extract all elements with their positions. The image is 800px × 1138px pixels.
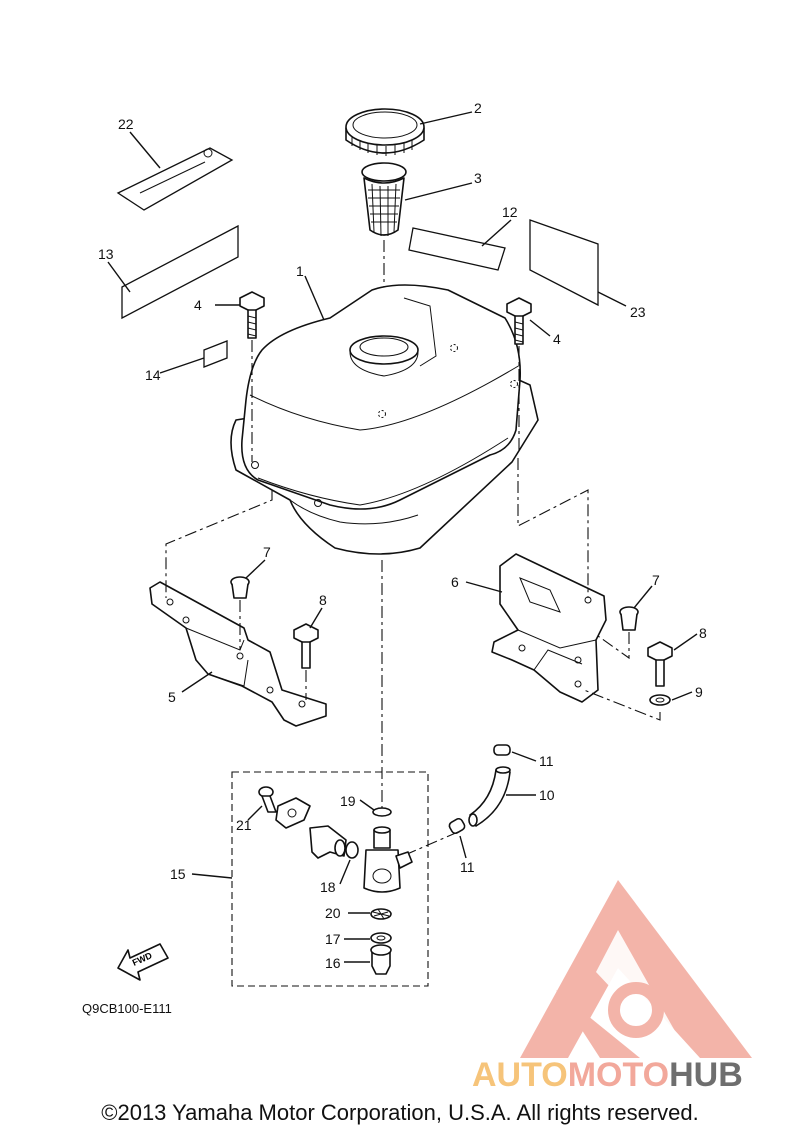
callout-4-right: 4 bbox=[553, 331, 561, 347]
callout-13: 13 bbox=[98, 246, 114, 262]
callout-23: 23 bbox=[630, 304, 646, 320]
part-19-o-ring bbox=[372, 807, 392, 817]
part-7-grommet-left bbox=[230, 576, 250, 599]
part-3-fuel-strainer bbox=[361, 162, 407, 237]
part-1-fuel-tank bbox=[230, 284, 539, 555]
part-8-bolt-left bbox=[293, 623, 319, 669]
callout-9: 9 bbox=[695, 684, 703, 700]
callout-17: 17 bbox=[325, 931, 341, 947]
part-14-label bbox=[203, 340, 228, 368]
part-13-label bbox=[121, 224, 239, 320]
svg-text:AUTOMOTOHUB: AUTOMOTOHUB bbox=[472, 1056, 743, 1094]
part-20-filter-screen bbox=[370, 908, 392, 920]
callout-7-left: 7 bbox=[263, 544, 271, 560]
callout-12: 12 bbox=[502, 204, 518, 220]
callout-11-top: 11 bbox=[539, 753, 554, 769]
part-7-grommet-right bbox=[619, 606, 639, 631]
leader-lines bbox=[107, 111, 698, 963]
part-23-label bbox=[529, 219, 599, 307]
fuel-cock-body bbox=[363, 826, 413, 893]
callout-14: 14 bbox=[145, 367, 161, 383]
copyright-notice: ©2013 Yamaha Motor Corporation, U.S.A. A… bbox=[101, 1100, 699, 1125]
callout-6: 6 bbox=[451, 574, 459, 590]
part-22-label bbox=[116, 147, 234, 211]
watermark-word-moto: MOTO bbox=[568, 1056, 669, 1094]
part-15-kit-box bbox=[231, 771, 429, 987]
part-16-drain-cup bbox=[370, 944, 392, 975]
callouts: 1 2 3 4 4 5 6 7 7 8 8 9 10 11 11 12 13 1… bbox=[98, 100, 707, 971]
callout-21: 21 bbox=[236, 817, 252, 833]
part-8-bolt-right bbox=[647, 641, 673, 687]
callout-3: 3 bbox=[474, 170, 482, 186]
callout-20: 20 bbox=[325, 905, 341, 921]
callout-8-right: 8 bbox=[699, 625, 707, 641]
callout-16: 16 bbox=[325, 955, 341, 971]
watermark-logo bbox=[520, 880, 752, 1058]
part-4-bolt-right bbox=[506, 297, 532, 345]
fuel-cock-lever bbox=[309, 825, 347, 859]
part-11-clamp-bottom bbox=[448, 817, 466, 835]
part-4-bolt-left bbox=[239, 291, 265, 339]
part-5-bracket-left bbox=[149, 581, 327, 727]
callout-2: 2 bbox=[474, 100, 482, 116]
part-11-clamp-top bbox=[493, 744, 511, 756]
callout-4-left: 4 bbox=[194, 297, 202, 313]
callout-8-left: 8 bbox=[319, 592, 327, 608]
part-9-washer bbox=[649, 694, 671, 706]
callout-10: 10 bbox=[539, 787, 555, 803]
callout-18: 18 bbox=[320, 879, 336, 895]
callout-1: 1 bbox=[296, 263, 304, 279]
watermark-word-auto: AUTO bbox=[472, 1056, 568, 1094]
callout-7-right: 7 bbox=[652, 572, 660, 588]
callout-15: 15 bbox=[170, 866, 186, 882]
part-18-o-ring bbox=[345, 841, 359, 859]
part-2-fuel-cap bbox=[345, 108, 425, 156]
part-17-gasket bbox=[370, 932, 392, 944]
watermark-text: AUTOMOTOHUB bbox=[472, 1056, 743, 1094]
part-21-plate bbox=[275, 797, 311, 829]
callout-19: 19 bbox=[340, 793, 356, 809]
callout-11-bottom: 11 bbox=[460, 859, 475, 875]
callout-22: 22 bbox=[118, 116, 134, 132]
part-10-fuel-hose bbox=[468, 766, 511, 827]
part-12-label bbox=[408, 227, 506, 271]
diagram-code: Q9CB100-E111 bbox=[82, 1001, 172, 1016]
callout-5: 5 bbox=[168, 689, 176, 705]
watermark-word-hub: HUB bbox=[669, 1056, 743, 1094]
part-6-bracket-right bbox=[491, 553, 607, 703]
part-21-screw bbox=[258, 786, 277, 813]
fwd-arrow: FWD bbox=[117, 943, 169, 981]
